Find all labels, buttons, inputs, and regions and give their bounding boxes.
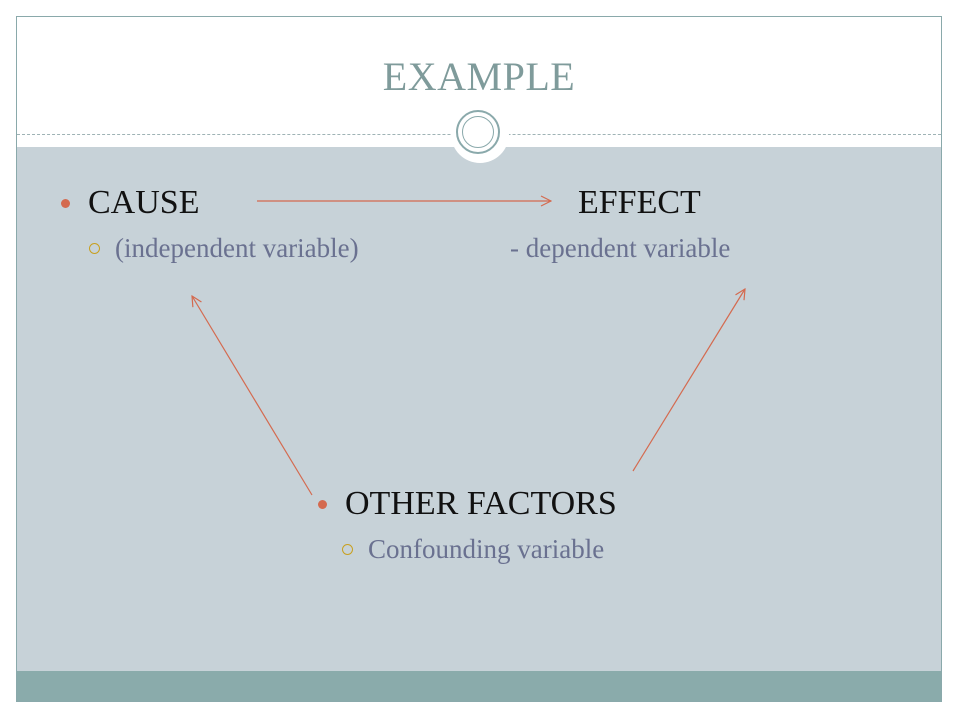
effect-label: EFFECT bbox=[578, 184, 701, 221]
ornament-outer-ring bbox=[456, 110, 500, 154]
cause-sub-label: (independent variable) bbox=[115, 233, 359, 263]
other-factors-sub-label: Confounding variable bbox=[368, 534, 605, 564]
cause-label: CAUSE bbox=[88, 184, 200, 221]
other-to-cause-arrow bbox=[192, 296, 313, 496]
slide-frame: EXAMPLE bbox=[16, 16, 942, 702]
slide-title: EXAMPLE bbox=[382, 54, 576, 99]
cause-sub-item: (independent variable) bbox=[89, 233, 359, 264]
bullet-dot-icon bbox=[318, 499, 327, 509]
other-factors-sub-item: Confounding variable bbox=[342, 534, 604, 565]
content-area bbox=[17, 147, 941, 671]
effect-item: EFFECT bbox=[578, 184, 701, 222]
bullet-ring-icon bbox=[89, 243, 100, 254]
cause-bullet-item: CAUSE bbox=[61, 184, 199, 222]
effect-sub-item: - dependent variable bbox=[510, 233, 730, 264]
other-factors-label: OTHER FACTORS bbox=[345, 485, 617, 522]
other-factors-bullet-item: OTHER FACTORS bbox=[318, 485, 617, 523]
footer-band bbox=[17, 671, 941, 701]
bullet-dot-icon bbox=[61, 198, 70, 208]
effect-sub-label: - dependent variable bbox=[510, 233, 731, 263]
other-to-effect-arrow bbox=[632, 289, 745, 472]
circle-ornament-icon bbox=[451, 105, 509, 163]
bullet-ring-icon bbox=[342, 544, 353, 555]
ornament-inner-ring bbox=[462, 116, 494, 148]
